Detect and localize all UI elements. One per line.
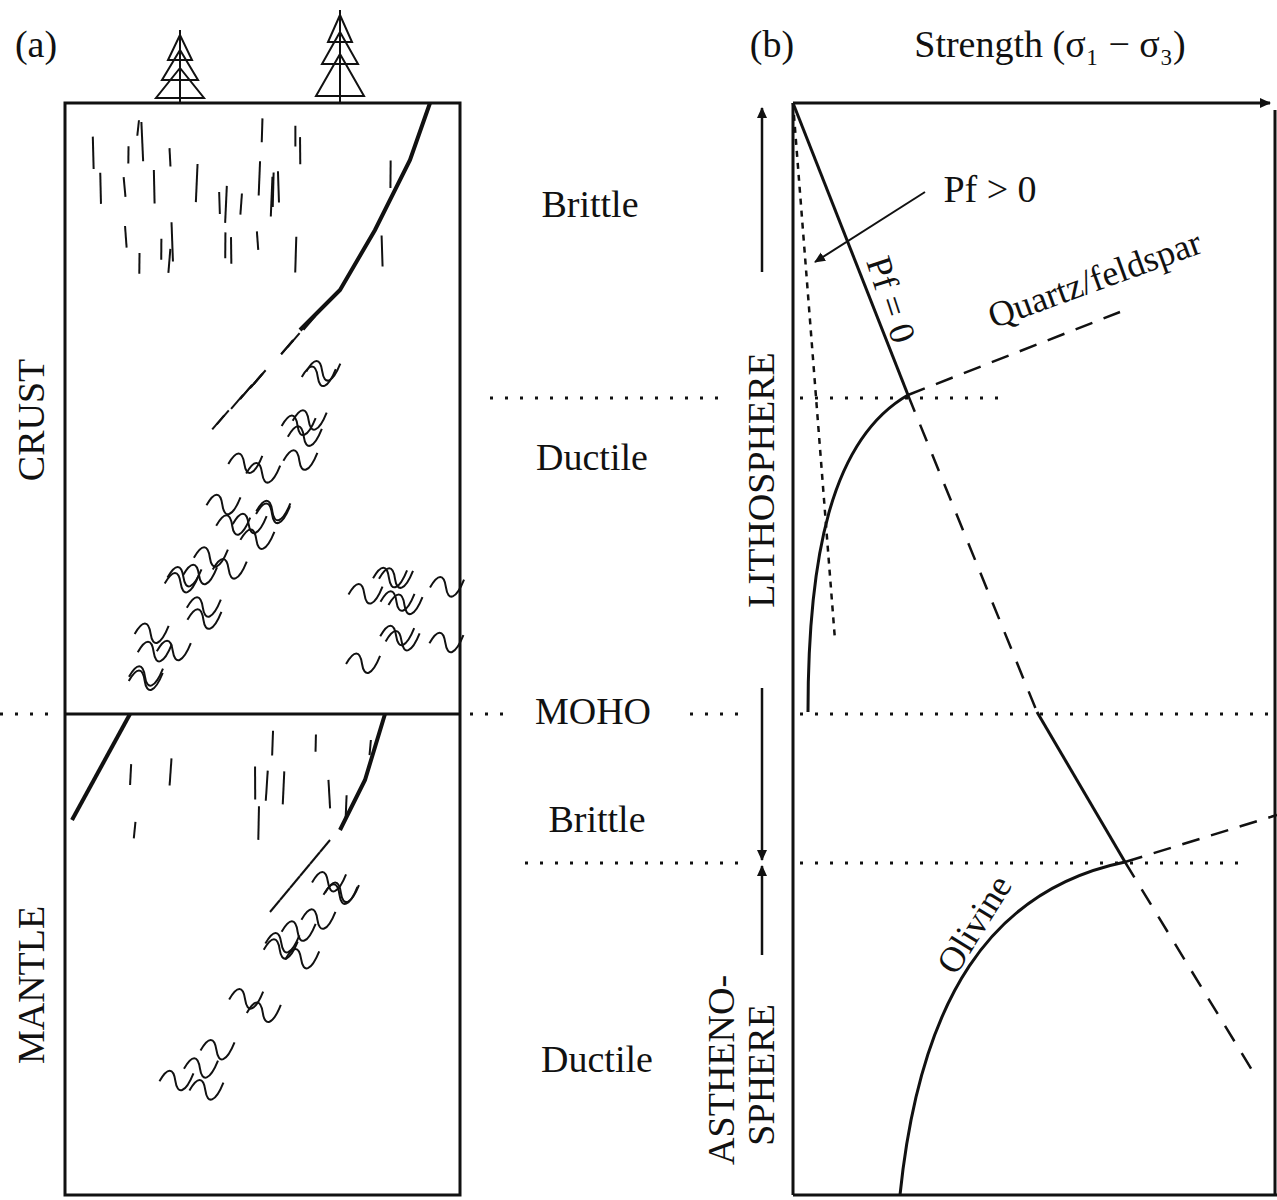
panel-box xyxy=(65,103,460,1195)
level-line xyxy=(0,398,1277,863)
dashed-extension xyxy=(1125,862,1255,1075)
text-label: ASTHENO- SPHERE xyxy=(702,985,782,1165)
fault xyxy=(300,103,430,330)
text-label: Olivine xyxy=(930,869,1019,981)
text-label: Ductile xyxy=(536,438,648,478)
axis xyxy=(792,103,795,1195)
brittle-curve xyxy=(793,103,908,395)
frame xyxy=(793,1194,1277,1197)
deformation-strokes xyxy=(93,118,464,1099)
trees xyxy=(156,10,364,103)
text-label: Strength (σ₁ − σ₃) xyxy=(914,25,1185,65)
range-arrow xyxy=(761,866,764,955)
text-label: Brittle xyxy=(548,800,645,840)
text-label: (a) xyxy=(15,25,57,65)
range-arrow xyxy=(761,108,764,272)
brittle-curve xyxy=(1037,712,1125,862)
text-label: CRUST xyxy=(12,359,52,481)
leader-line xyxy=(815,192,925,262)
moho-line xyxy=(65,713,460,716)
frame xyxy=(1274,110,1277,1195)
dashed-extension xyxy=(908,395,1037,712)
fault xyxy=(72,714,130,820)
ductile-curve xyxy=(808,395,908,712)
text-label: Brittle xyxy=(541,185,638,225)
text-label: MANTLE xyxy=(12,906,52,1064)
pf-curve xyxy=(793,103,835,640)
axis xyxy=(793,102,1270,105)
olivine-curve xyxy=(900,862,1125,1195)
text-label: Quartz/feldspar xyxy=(983,224,1206,336)
range-arrow xyxy=(761,688,764,860)
fault xyxy=(340,714,385,830)
text-label: Ductile xyxy=(541,1040,653,1080)
text-label: LITHOSPHERE xyxy=(742,352,782,607)
text-label: Pf = 0 xyxy=(858,252,921,348)
text-label: Pf > 0 xyxy=(943,170,1036,210)
dashed-extension xyxy=(1125,815,1277,862)
text-label: MOHO xyxy=(535,692,651,732)
text-label: (b) xyxy=(750,25,794,65)
